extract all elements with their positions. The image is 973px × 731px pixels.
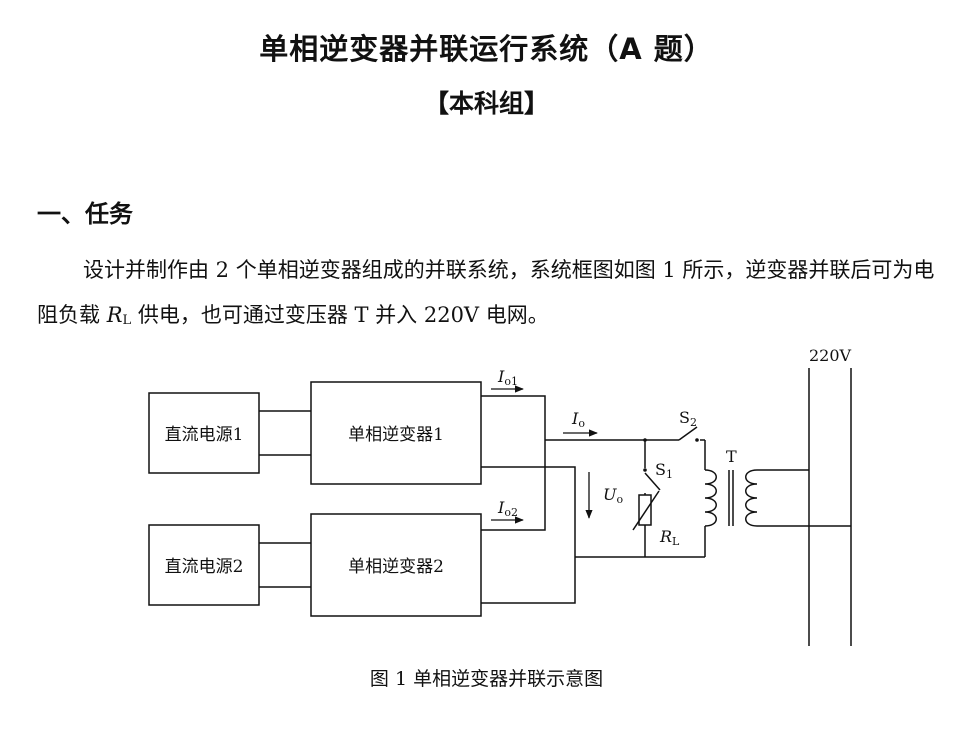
inverter-2-box	[310, 513, 482, 617]
uo-label: Uo	[603, 485, 623, 506]
load-symbol: R	[106, 303, 123, 327]
s2-label: S2	[679, 408, 697, 429]
inverter-1-label: 单相逆变器1	[348, 425, 444, 445]
document-title: 单相逆变器并联运行系统（A 题）	[259, 32, 714, 66]
s1-label: S1	[655, 460, 673, 481]
transformer-label: T	[726, 447, 737, 466]
io2-label: Io2	[497, 498, 518, 519]
document-subtitle: 【本科组】	[423, 89, 549, 118]
dc-source-1-label: 直流电源1	[165, 425, 244, 445]
task-paragraph: 设计并制作由 2 个单相逆变器组成的并联系统，系统框图如图 1 所示，逆变器并联…	[37, 248, 942, 343]
paragraph-text-1: 设计并制作由 2 个单相逆变器组成的并联系统，系统框图如图 1 所示，逆变器并联…	[37, 258, 935, 327]
rl-label: RL	[659, 527, 680, 548]
paragraph-text-2: 供电，也可通过变压器 T 并入 220V 电网。	[131, 303, 549, 327]
io1-label: Io1	[497, 367, 518, 388]
load-resistor	[638, 494, 652, 526]
section-heading: 一、任务	[37, 200, 133, 228]
dc-source-2-label: 直流电源2	[165, 557, 244, 577]
figure-caption: 图 1 单相逆变器并联示意图	[369, 668, 604, 690]
dc-source-2-box	[148, 524, 260, 606]
transformer-secondary-coil	[745, 469, 758, 527]
io-label: Io	[571, 409, 585, 430]
inverter-2-label: 单相逆变器2	[348, 557, 444, 577]
inverter-1-box	[310, 381, 482, 485]
transformer-primary-coil	[704, 469, 717, 527]
load-subscript: L	[122, 313, 132, 328]
grid-voltage-label: 220V	[809, 346, 852, 365]
dc-source-1-box	[148, 392, 260, 474]
